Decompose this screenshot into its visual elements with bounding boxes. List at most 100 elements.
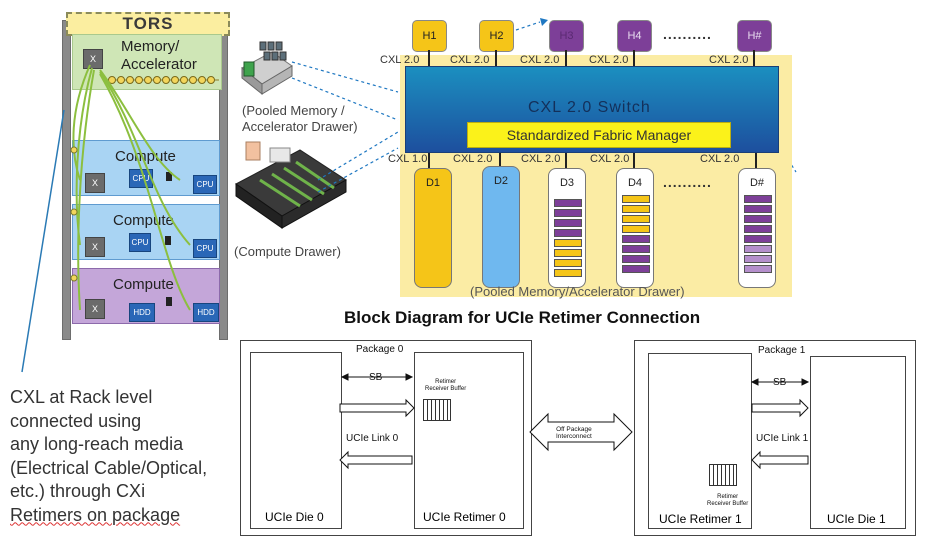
caption-pointer-line — [21, 109, 65, 373]
ucie-die-0: UCIe Die 0 — [250, 352, 342, 529]
memory-slot — [554, 249, 582, 257]
memory-slot — [744, 195, 772, 203]
compute-drawer-label: (Compute Drawer) — [234, 244, 341, 259]
caption-line: (Electrical Cable/Optical, — [10, 457, 208, 478]
caption-line: any long-reach media — [10, 434, 184, 454]
buffer-0-label: Retimer Receiver Buffer — [425, 379, 467, 392]
memory-slot — [622, 255, 650, 263]
device-d2: D2 — [482, 166, 520, 288]
cxl-link-label: CXL 2.0 — [589, 54, 629, 66]
memory-tray-label: Memory/ Accelerator — [121, 38, 197, 73]
pooled-footer-label: (Pooled Memory/Accelerator Drawer) — [470, 284, 685, 299]
caption-line: connected using — [10, 410, 142, 431]
retimer-icon: X — [85, 237, 105, 257]
memory-slot — [622, 245, 650, 253]
cxl-link-label: CXL 2.0 — [700, 153, 740, 165]
memory-slot — [622, 215, 650, 223]
memory-slot — [744, 235, 772, 243]
memory-slot — [744, 205, 772, 213]
die-0-label: UCIe Die 0 — [265, 510, 324, 524]
memory-slot — [744, 255, 772, 263]
memory-slot — [622, 205, 650, 213]
ucie-retimer-1: UCIe Retimer 1 Retimer Receiver Buffer — [648, 353, 752, 529]
pooled-memory-drawer-image — [241, 41, 293, 96]
memory-module-icon — [166, 172, 172, 181]
cpu-chip: CPU — [193, 175, 217, 194]
package-0-label: Package 0 — [356, 344, 404, 355]
pooled-drawer-label-1: (Pooled Memory / — [242, 103, 345, 118]
device-label: D2 — [493, 175, 509, 187]
memory-module-dots — [107, 76, 219, 84]
caption-line: etc.) through CXi — [10, 481, 146, 501]
link-0-label: UCIe Link 0 — [346, 433, 399, 444]
cxl-link-label: CXL 2.0 — [590, 153, 630, 165]
memory-slot — [622, 265, 650, 273]
interconnect-label: Off Package Interconnect — [556, 426, 592, 440]
receiver-buffer-icon — [423, 399, 451, 421]
retimer-0-label: UCIe Retimer 0 — [423, 510, 506, 524]
hdd-chip: HDD — [129, 303, 155, 322]
memory-slot — [554, 259, 582, 267]
pooled-drawer-label-2: Accelerator Drawer) — [242, 119, 358, 134]
device-dn: D# — [738, 168, 776, 288]
memory-module-icon — [166, 297, 172, 306]
retimer-1-label: UCIe Retimer 1 — [659, 512, 742, 526]
cxl-link-label: CXL 2.0 — [520, 54, 560, 66]
memory-module-icon — [165, 236, 171, 245]
cxl-link-label: CXL 1.0 — [388, 153, 428, 165]
memory-slot — [622, 235, 650, 243]
memory-slot — [622, 225, 650, 233]
cxl-link-label: CXL 2.0 — [453, 153, 493, 165]
compute-tray-3: Compute X HDD HDD — [72, 268, 220, 324]
device-label: D3 — [559, 177, 575, 189]
device-label: D4 — [627, 177, 643, 189]
memory-slot — [622, 195, 650, 203]
memory-accelerator-tray: Memory/ Accelerator X — [72, 34, 222, 90]
retimer-icon: X — [85, 299, 105, 319]
rack-caption: CXL at Rack level connected using any lo… — [10, 386, 207, 527]
ucie-die-1: UCIe Die 1 — [810, 356, 906, 529]
cpu-chip: CPU — [193, 239, 217, 258]
cxl-link-label: CXL 2.0 — [450, 54, 490, 66]
memory-slot — [554, 199, 582, 207]
host-ellipsis: .......... — [663, 26, 712, 42]
memory-slot — [744, 245, 772, 253]
compute-tray-2: Compute X CPU CPU — [72, 204, 220, 260]
host-h3: H3 — [549, 20, 584, 52]
host-h4: H4 — [617, 20, 652, 52]
cpu-chip: CPU — [129, 233, 151, 252]
memory-slot — [744, 265, 772, 273]
device-label: D# — [749, 177, 765, 189]
compute-drawer-image — [235, 141, 347, 229]
fabric-manager: Standardized Fabric Manager — [467, 122, 731, 148]
memory-slot — [554, 219, 582, 227]
device-d3: D3 — [548, 168, 586, 288]
receiver-buffer-icon — [709, 464, 737, 486]
cxl-link-label: CXL 2.0 — [521, 153, 561, 165]
memory-slot — [554, 209, 582, 217]
compute-tray-label: Compute — [113, 276, 174, 293]
host-connectors — [428, 50, 757, 168]
buffer-1-label: Retimer Receiver Buffer — [707, 494, 749, 507]
retimer-icon: X — [83, 49, 103, 69]
host-h1: H1 — [412, 20, 447, 52]
cxl-link-label: CXL 2.0 — [709, 54, 749, 66]
memory-slot — [554, 269, 582, 277]
caption-line: Retimers on package — [10, 504, 181, 525]
rack-cables — [21, 64, 191, 373]
hdd-chip: HDD — [193, 303, 219, 322]
die-1-label: UCIe Die 1 — [827, 512, 886, 526]
memory-slot — [744, 225, 772, 233]
caption-line: CXL at Rack level — [10, 387, 153, 407]
device-label: D1 — [425, 177, 441, 189]
ucie-retimer-0: UCIe Retimer 0 Retimer Receiver Buffer — [414, 352, 524, 529]
switch-label: CXL 2.0 Switch — [528, 99, 651, 116]
memory-slot — [744, 215, 772, 223]
link-1-label: UCIe Link 1 — [756, 433, 809, 444]
device-ellipsis: .......... — [663, 174, 712, 190]
block-diagram-title: Block Diagram for UCIe Retimer Connectio… — [344, 308, 701, 327]
memory-slot — [554, 229, 582, 237]
cxl-link-label: CXL 2.0 — [380, 54, 420, 66]
tors-label: TORS — [66, 12, 230, 36]
